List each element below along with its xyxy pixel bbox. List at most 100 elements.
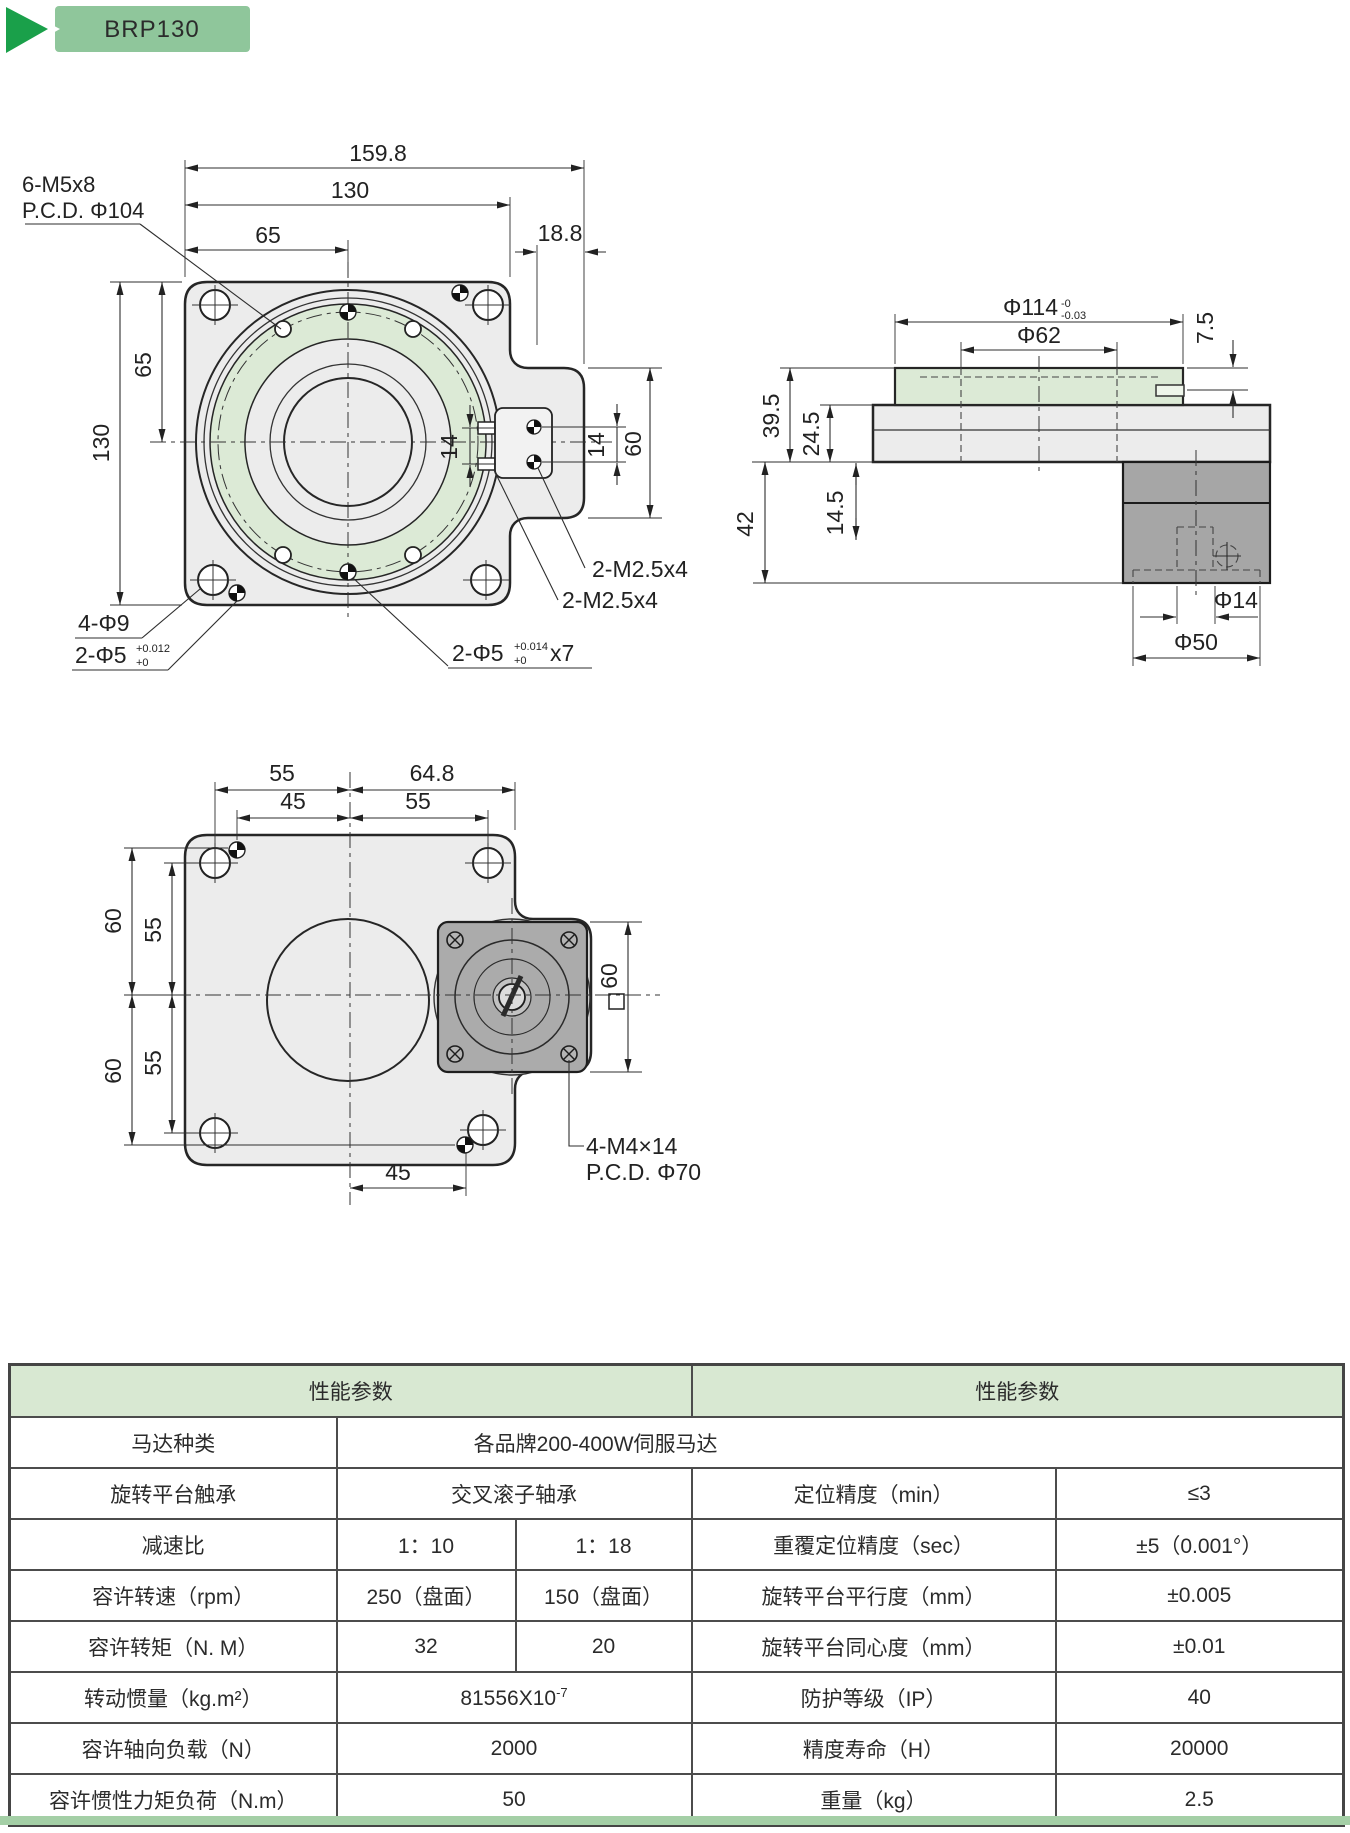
badge-background bbox=[55, 6, 250, 52]
row-value: 交叉滚子轴承 bbox=[335, 1467, 693, 1520]
row-label: 转动惯量（kg.m²） bbox=[8, 1671, 338, 1724]
dim-step: 7.5 bbox=[1192, 312, 1218, 344]
row-value: 32 bbox=[335, 1620, 517, 1673]
row-label: 旋转平台同心度（mm） bbox=[690, 1620, 1057, 1673]
label-pin-center-tol-upper: +0.014 bbox=[514, 641, 548, 653]
dim-mid-left: 45 bbox=[280, 788, 306, 814]
pin-hole bbox=[339, 563, 357, 581]
dim-motor-offset: 14.5 bbox=[822, 491, 848, 536]
row-label: 旋转平台触承 bbox=[8, 1467, 338, 1520]
dim-motor-height: 42 bbox=[732, 511, 758, 537]
row-label: 旋转平台平行度（mm） bbox=[690, 1569, 1057, 1622]
seal-plate bbox=[494, 407, 553, 479]
bottom-recess-circle bbox=[266, 918, 430, 1082]
spec-table: 性能参数 性能参数 马达种类 各品牌200-400W伺服马达 旋转平台触承 交叉… bbox=[8, 1363, 1345, 1827]
exponent: -7 bbox=[556, 1684, 568, 1700]
front-view: 159.8 130 65 18.8 130 65 60 14 bbox=[22, 140, 688, 671]
page-footer-bar bbox=[0, 1816, 1350, 1825]
dim-shaft-dia: Φ14 bbox=[1214, 587, 1258, 613]
m2-5-hole bbox=[526, 454, 542, 470]
row-label: 容许转矩（N. M） bbox=[8, 1620, 338, 1673]
table-row: 减速比 1：10 1：18 重覆定位精度（sec） ±5（0.001°） bbox=[8, 1518, 1345, 1571]
side-body bbox=[871, 403, 1272, 464]
dim-mid-right: 55 bbox=[405, 788, 431, 814]
table-row: 转动惯量（kg.m²） 81556X10-7 防护等级（IP） 40 bbox=[8, 1671, 1345, 1724]
dim-inner-dia: Φ62 bbox=[1017, 322, 1061, 348]
row-label: 马达种类 bbox=[8, 1416, 338, 1469]
dim-platform-dia: Φ114 bbox=[1003, 294, 1058, 320]
pin-hole bbox=[456, 1136, 474, 1154]
label-pin-center: 2-Φ5 bbox=[452, 640, 504, 666]
row-value: 40 bbox=[1054, 1671, 1345, 1724]
row-value: 各品牌200-400W伺服马达 bbox=[473, 1432, 718, 1456]
square-symbol-icon bbox=[608, 993, 625, 1010]
row-value: ±0.01 bbox=[1054, 1620, 1345, 1673]
row-label: 容许转速（rpm） bbox=[8, 1569, 338, 1622]
row-value: 1：18 bbox=[514, 1518, 693, 1571]
dim-left-upper-inner: 55 bbox=[140, 917, 166, 943]
flange-screw bbox=[560, 931, 578, 949]
row-label: 重覆定位精度（sec） bbox=[690, 1518, 1057, 1571]
label-pin-left: 2-Φ5 bbox=[75, 642, 127, 668]
dim-left-lower-inner: 55 bbox=[140, 1050, 166, 1076]
bearing-ring-green bbox=[209, 303, 487, 581]
table-row: 旋转平台触承 交叉滚子轴承 定位精度（min） ≤3 bbox=[8, 1467, 1345, 1520]
row-value: 20000 bbox=[1054, 1722, 1345, 1775]
dim-square-height: 130 bbox=[88, 424, 114, 462]
m2-5-hole bbox=[526, 419, 542, 435]
row-label: 精度寿命（H） bbox=[690, 1722, 1057, 1775]
row-value: 2000 bbox=[335, 1722, 693, 1775]
dim-pilot-dia: Φ50 bbox=[1174, 629, 1218, 655]
dim-top-left: 55 bbox=[269, 760, 295, 786]
label-pin-center-tol-lower: +0 bbox=[514, 655, 527, 667]
table-row: 容许转速（rpm） 250（盘面） 150（盘面） 旋转平台平行度（mm） ±0… bbox=[8, 1569, 1345, 1622]
label-pcd-top: P.C.D. Φ104 bbox=[22, 198, 144, 223]
dim-flange-size: 60 bbox=[596, 963, 622, 989]
dim-body-height: 24.5 bbox=[798, 412, 824, 457]
pin-hole bbox=[339, 303, 357, 321]
label-corner-holes: 4-Φ9 bbox=[78, 610, 130, 636]
label-screw-tab-1: 2-M2.5x4 bbox=[592, 556, 688, 582]
header-left: 性能参数 bbox=[8, 1363, 693, 1418]
flange-screw bbox=[446, 1045, 464, 1063]
header-right: 性能参数 bbox=[690, 1363, 1345, 1418]
row-value: 20 bbox=[514, 1620, 693, 1673]
arrow-icon bbox=[6, 7, 48, 53]
row-value: ±5（0.001°） bbox=[1054, 1518, 1345, 1571]
engineering-drawings: 159.8 130 65 18.8 130 65 60 14 bbox=[22, 140, 1272, 1205]
row-value: 250（盘面） bbox=[335, 1569, 517, 1622]
side-view: Φ114 -0 -0.03 Φ62 7.5 39.5 24.5 42 bbox=[732, 294, 1272, 666]
dim-pitch-outer: 14 bbox=[583, 432, 609, 458]
dim-left-upper-outer: 60 bbox=[100, 908, 126, 934]
label-pin-center-suffix: x7 bbox=[550, 640, 574, 666]
table-header-row: 性能参数 性能参数 bbox=[8, 1363, 1345, 1418]
dim-square-width: 130 bbox=[331, 177, 369, 203]
model-badge: BRP130 bbox=[6, 2, 250, 58]
row-value: ±0.005 bbox=[1054, 1569, 1345, 1622]
dim-pitch-inner: 14 bbox=[436, 434, 462, 460]
dim-platform-dia-tol-upper: -0 bbox=[1061, 298, 1071, 310]
label-screw-tab-2: 2-M2.5x4 bbox=[562, 587, 658, 613]
flange-screw bbox=[560, 1045, 578, 1063]
dim-tab-offset: 18.8 bbox=[538, 220, 583, 246]
label-screw-top: 6-M5x8 bbox=[22, 172, 95, 197]
m5-hole bbox=[404, 546, 422, 564]
flange-screw bbox=[446, 931, 464, 949]
m5-hole bbox=[274, 320, 292, 338]
table-row: 马达种类 各品牌200-400W伺服马达 bbox=[8, 1416, 1345, 1469]
label-pin-left-tol-upper: +0.012 bbox=[136, 643, 170, 655]
label-flange-screws: 4-M4×14 bbox=[586, 1133, 678, 1159]
dim-top-right: 64.8 bbox=[410, 760, 455, 786]
pin-hole bbox=[451, 284, 469, 302]
row-label: 定位精度（min） bbox=[690, 1467, 1057, 1520]
label-pin-left-tol-lower: +0 bbox=[136, 657, 149, 669]
table-row: 容许转矩（N. M） 32 20 旋转平台同心度（mm） ±0.01 bbox=[8, 1620, 1345, 1673]
row-label: 容许轴向负载（N） bbox=[8, 1722, 338, 1775]
dim-height-upper: 39.5 bbox=[758, 394, 784, 439]
bottom-view: 55 64.8 45 55 60 55 60 55 45 bbox=[100, 760, 701, 1205]
dim-platform-dia-tol-lower: -0.03 bbox=[1061, 310, 1086, 322]
dim-overall-width: 159.8 bbox=[349, 140, 407, 166]
row-value: ≤3 bbox=[1054, 1467, 1345, 1520]
dim-bottom: 45 bbox=[385, 1159, 411, 1185]
